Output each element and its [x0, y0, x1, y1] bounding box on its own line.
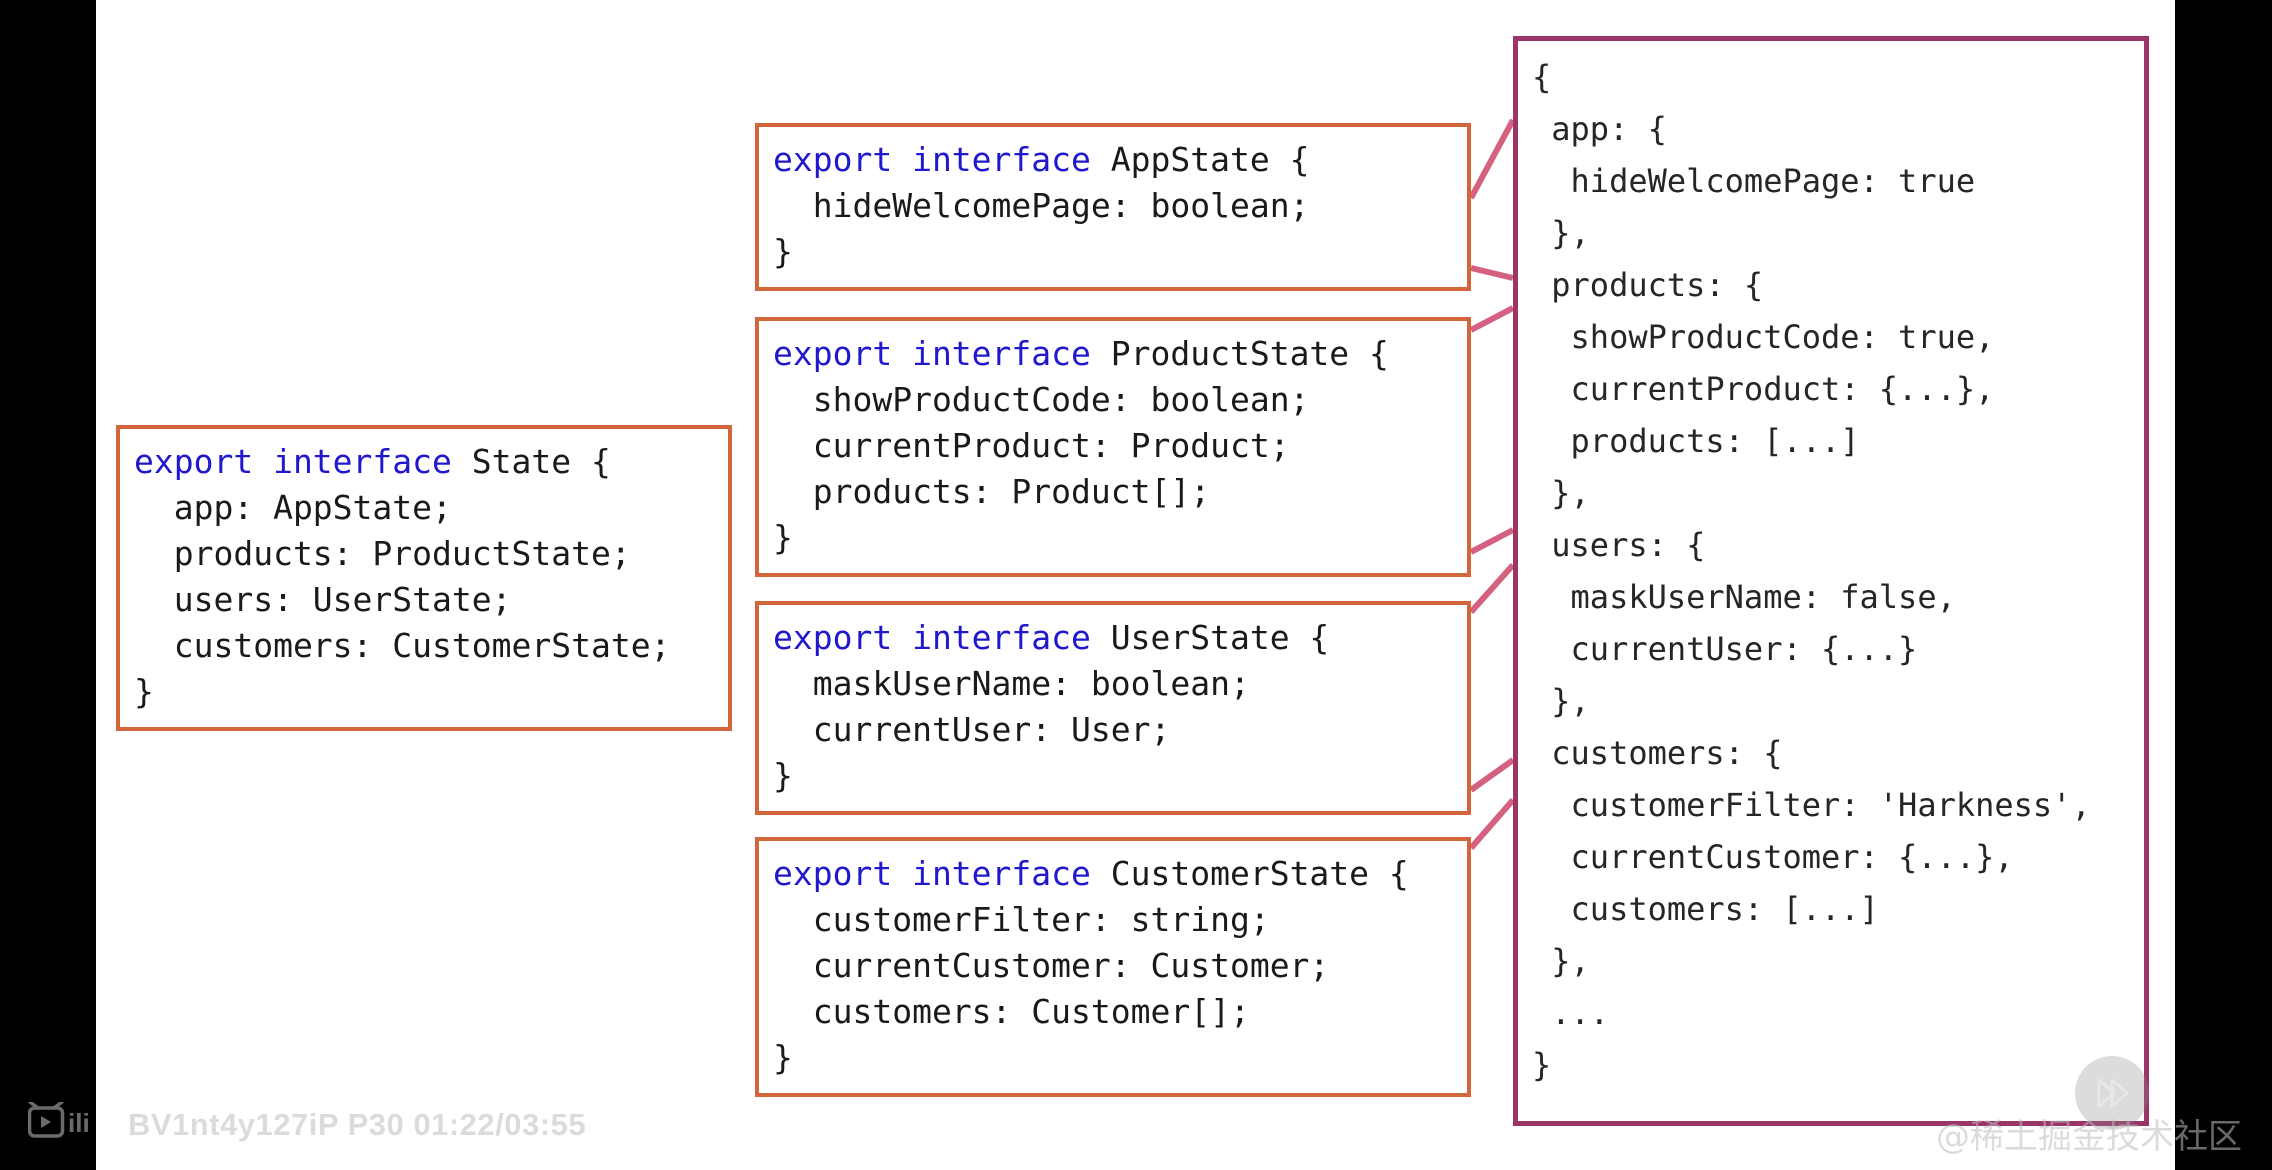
- keyword-export-interface-productstate: export interface: [773, 334, 1091, 373]
- video-id-timestamp: BV1nt4y127iP P30 01:22/03:55: [128, 1107, 587, 1142]
- letterbox-right: [2175, 0, 2272, 1170]
- interface-customerstate-body: customerFilter: string; currentCustomer:…: [773, 900, 1330, 1077]
- interface-state-member-users: users: UserState;: [134, 580, 512, 619]
- interface-appstate-header-rest: AppState {: [1090, 140, 1310, 179]
- keyword-export-interface-state: export interface: [134, 442, 452, 481]
- site-watermark: @稀土掘金技术社区: [1936, 1117, 2242, 1157]
- interface-state-member-customers: customers: CustomerState;: [134, 626, 671, 665]
- interface-userstate-header-rest: UserState {: [1090, 618, 1330, 657]
- interface-box-productstate: export interface ProductState { showProd…: [755, 317, 1471, 577]
- svg-text:ili: ili: [68, 1108, 90, 1138]
- interface-appstate-body: hideWelcomePage: boolean; }: [773, 186, 1310, 271]
- interface-box-appstate: export interface AppState { hideWelcomeP…: [755, 123, 1471, 291]
- store-state-object-box: { app: { hideWelcomePage: true }, produc…: [1513, 36, 2149, 1126]
- interface-box-state: export interface State { app: AppState; …: [116, 425, 732, 731]
- interface-state-member-products: products: ProductState;: [134, 534, 631, 573]
- interface-state-header-rest: State {: [451, 442, 611, 481]
- keyword-export-interface-userstate: export interface: [773, 618, 1091, 657]
- interface-productstate-header-rest: ProductState {: [1090, 334, 1389, 373]
- interface-userstate-body: maskUserName: boolean; currentUser: User…: [773, 664, 1250, 795]
- bilibili-logo-icon: ili: [28, 1102, 90, 1138]
- interface-productstate-body: showProductCode: boolean; currentProduct…: [773, 380, 1310, 557]
- keyword-export-interface-appstate: export interface: [773, 140, 1091, 179]
- interface-state-member-app: app: AppState;: [134, 488, 452, 527]
- interface-box-customerstate: export interface CustomerState { custome…: [755, 837, 1471, 1097]
- interface-state-close-brace: }: [134, 672, 154, 711]
- play-next-icon[interactable]: [2075, 1056, 2149, 1130]
- interface-box-userstate: export interface UserState { maskUserNam…: [755, 601, 1471, 815]
- letterbox-left: [0, 0, 96, 1170]
- keyword-export-interface-customerstate: export interface: [773, 854, 1091, 893]
- bilibili-watermark: ili BV1nt4y127iP P30 01:22/03:55: [28, 1102, 586, 1148]
- interface-customerstate-header-rest: CustomerState {: [1090, 854, 1409, 893]
- play-next-glyph: [2097, 1078, 2129, 1108]
